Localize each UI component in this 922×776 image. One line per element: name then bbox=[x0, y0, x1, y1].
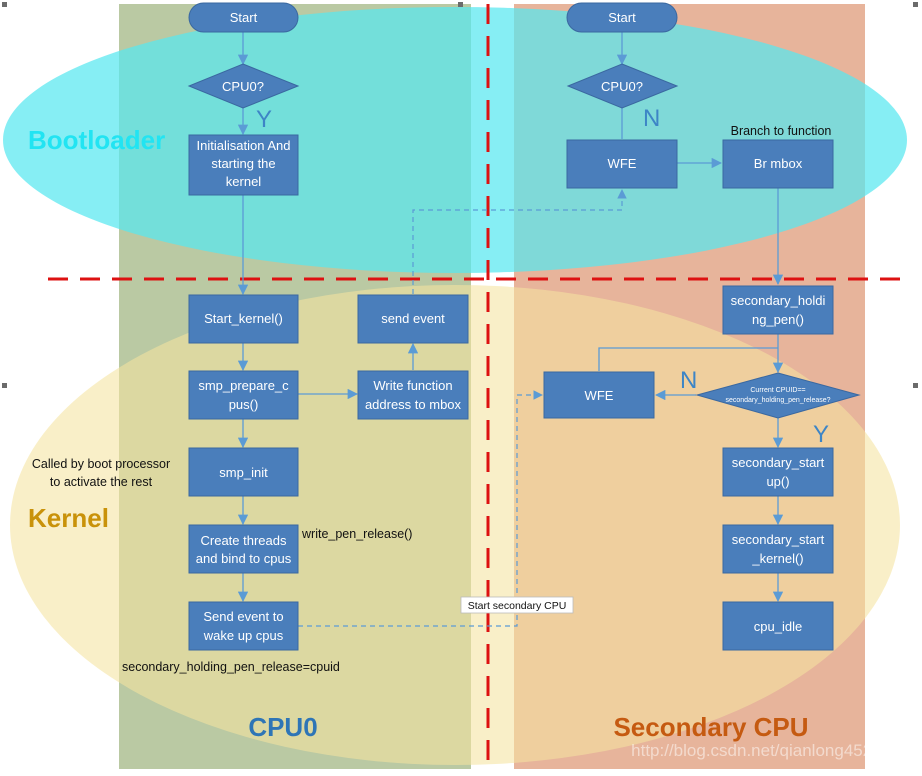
note-branch-to-function: Branch to function bbox=[731, 124, 832, 138]
node-secondary-start-kernel: secondary_start _kernel() bbox=[722, 524, 834, 574]
svg-text:CPU0?: CPU0? bbox=[601, 79, 643, 94]
node-create-threads: Create threads and bind to cpus bbox=[188, 524, 299, 574]
secondary-cpu-column-title: Secondary CPU bbox=[613, 712, 808, 742]
svg-text:smp_init: smp_init bbox=[219, 465, 268, 480]
svg-text:Start_kernel(): Start_kernel() bbox=[204, 311, 283, 326]
svg-text:WFE: WFE bbox=[608, 156, 637, 171]
note-called-by-boot-2: to activate the rest bbox=[50, 475, 153, 489]
node-cpu0-check-right: CPU0? bbox=[566, 63, 679, 109]
note-called-by-boot-1: Called by boot processor bbox=[32, 457, 170, 471]
note-pen-release-assign: secondary_holding_pen_release=cpuid bbox=[122, 660, 340, 674]
node-br-mbox: Br mbox bbox=[722, 139, 834, 189]
svg-text:kernel: kernel bbox=[226, 174, 262, 189]
svg-text:cpu_idle: cpu_idle bbox=[754, 619, 802, 634]
node-cpuid-check: Current CPUID== secondary_holding_pen_re… bbox=[695, 372, 861, 419]
svg-text:ng_pen(): ng_pen() bbox=[752, 312, 804, 327]
cpu0-column-title: CPU0 bbox=[248, 712, 317, 742]
note-start-secondary-cpu: Start secondary CPU bbox=[460, 596, 574, 614]
dashed-wakeup-to-wfe bbox=[298, 390, 543, 627]
svg-text:Initialisation And: Initialisation And bbox=[197, 138, 291, 153]
label-no-cpuid: N bbox=[680, 367, 697, 394]
label-yes-cpuid: Y bbox=[813, 421, 829, 448]
node-cpu-idle: cpu_idle bbox=[722, 601, 834, 651]
node-start-kernel: Start_kernel() bbox=[188, 294, 299, 344]
arrow-wfe-loop-back bbox=[598, 347, 778, 371]
note-write-pen-release: write_pen_release() bbox=[301, 527, 412, 541]
svg-text:and bind to cpus: and bind to cpus bbox=[196, 551, 292, 566]
node-secondary-startup: secondary_start up() bbox=[722, 447, 834, 497]
node-init-kernel: Initialisation And starting the kernel bbox=[188, 134, 299, 196]
node-write-mbox: Write function address to mbox bbox=[357, 370, 469, 420]
label-yes-left: Y bbox=[256, 106, 272, 133]
svg-text:secondary_holdi: secondary_holdi bbox=[731, 293, 826, 308]
node-wfe-kernel: WFE bbox=[543, 371, 655, 419]
node-wfe-boot: WFE bbox=[566, 139, 678, 189]
node-smp-init: smp_init bbox=[188, 447, 299, 497]
svg-text:Current CPUID==: Current CPUID== bbox=[750, 387, 805, 394]
svg-text:Send event to: Send event to bbox=[203, 609, 283, 624]
bootloader-zone-title: Bootloader bbox=[28, 125, 165, 155]
svg-text:address to mbox: address to mbox bbox=[365, 397, 462, 412]
svg-text:CPU0?: CPU0? bbox=[222, 79, 264, 94]
svg-text:Start secondary CPU: Start secondary CPU bbox=[468, 600, 567, 612]
node-smp-prepare-cpus: smp_prepare_c pus() bbox=[188, 370, 299, 420]
svg-text:Start: Start bbox=[608, 10, 636, 25]
node-send-event-wake: Send event to wake up cpus bbox=[188, 601, 299, 651]
svg-text:up(): up() bbox=[766, 474, 789, 489]
svg-text:Start: Start bbox=[230, 10, 258, 25]
svg-text:send event: send event bbox=[381, 311, 445, 326]
svg-text:smp_prepare_c: smp_prepare_c bbox=[198, 378, 289, 393]
selection-handles bbox=[2, 2, 918, 388]
svg-text:pus(): pus() bbox=[229, 397, 259, 412]
svg-text:secondary_start: secondary_start bbox=[732, 455, 825, 470]
svg-text:secondary_holding_pen_release?: secondary_holding_pen_release? bbox=[725, 397, 830, 404]
watermark: http://blog.csdn.net/qianlong4526888 bbox=[631, 741, 910, 760]
svg-text:Br mbox: Br mbox bbox=[754, 156, 803, 171]
kernel-zone-title: Kernel bbox=[28, 503, 109, 533]
svg-text:Create threads: Create threads bbox=[201, 533, 287, 548]
node-holding-pen: secondary_holdi ng_pen() bbox=[722, 285, 834, 335]
svg-text:starting the: starting the bbox=[211, 156, 275, 171]
node-start-cpu0: Start bbox=[188, 2, 299, 33]
svg-text:WFE: WFE bbox=[585, 388, 614, 403]
node-start-secondary: Start bbox=[566, 2, 678, 33]
svg-text:Write function: Write function bbox=[373, 378, 452, 393]
node-cpu0-check-left: CPU0? bbox=[187, 63, 300, 109]
svg-text:wake up cpus: wake up cpus bbox=[203, 628, 284, 643]
node-send-event: send event bbox=[357, 294, 469, 344]
svg-text:secondary_start: secondary_start bbox=[732, 532, 825, 547]
svg-text:_kernel(): _kernel() bbox=[751, 551, 803, 566]
label-no-right: N bbox=[643, 105, 660, 132]
